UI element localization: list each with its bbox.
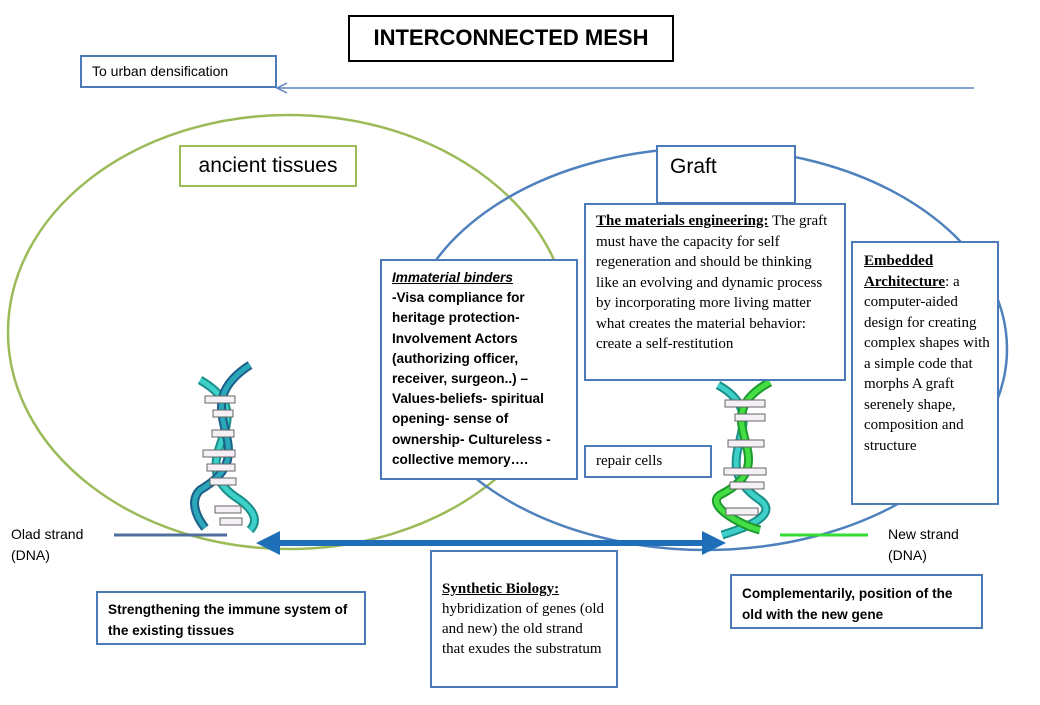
new-strand-line1: New strand	[888, 526, 959, 542]
old-strand-label: Olad strand (DNA)	[11, 524, 83, 566]
urban-densification-label: To urban densification	[80, 55, 277, 88]
materials-engineering-box: The materials engineering: The graft mus…	[584, 203, 846, 381]
page-title: INTERCONNECTED MESH	[348, 15, 674, 62]
synthetic-biology-body: hybridization of genes (old and new) the…	[442, 601, 605, 657]
ancient-tissues-text: ancient tissues	[198, 154, 338, 177]
complementarity-text: Complementarily, position of the old wit…	[742, 586, 953, 622]
new-strand-label: New strand (DNA)	[888, 524, 959, 566]
graft-label: Graft	[656, 145, 796, 204]
embedded-architecture-heading: Embedded Architecture	[864, 253, 946, 290]
immaterial-binders-box: Immaterial binders -Visa compliance for …	[380, 259, 578, 480]
graft-text: Graft	[670, 155, 717, 178]
synthetic-biology-heading: Synthetic Biology:	[442, 581, 560, 597]
repair-cells-text: repair cells	[596, 453, 663, 469]
repair-cells-label: repair cells	[584, 445, 712, 478]
synthetic-biology-box: Synthetic Biology: hybridization of gene…	[430, 550, 618, 688]
immaterial-binders-heading: Immaterial binders	[392, 270, 513, 285]
page-title-text: INTERCONNECTED MESH	[373, 25, 649, 50]
immune-strengthening-text: Strengthening the immune system of the e…	[108, 602, 348, 638]
complementarity-box: Complementarily, position of the old wit…	[730, 574, 983, 629]
old-strand-line2: (DNA)	[11, 547, 50, 563]
dna-helix-right-icon	[712, 378, 773, 540]
immaterial-binders-body: -Visa compliance for heritage protection…	[392, 290, 551, 467]
urban-arrowhead-icon	[275, 82, 288, 94]
materials-engineering-heading: The materials engineering:	[596, 213, 769, 229]
embedded-architecture-box: Embedded Architecture: a computer-aided …	[851, 241, 999, 505]
new-strand-line2: (DNA)	[888, 547, 927, 563]
old-strand-line1: Olad strand	[11, 526, 84, 542]
immune-strengthening-box: Strengthening the immune system of the e…	[96, 591, 366, 645]
urban-densification-text: To urban densification	[92, 63, 229, 79]
ancient-tissues-label: ancient tissues	[179, 145, 357, 187]
embedded-architecture-body: : a computer-aided design for creating c…	[864, 273, 990, 454]
dna-helix-left-icon	[190, 361, 259, 534]
materials-engineering-body: The graft must have the capacity for sel…	[596, 213, 828, 352]
